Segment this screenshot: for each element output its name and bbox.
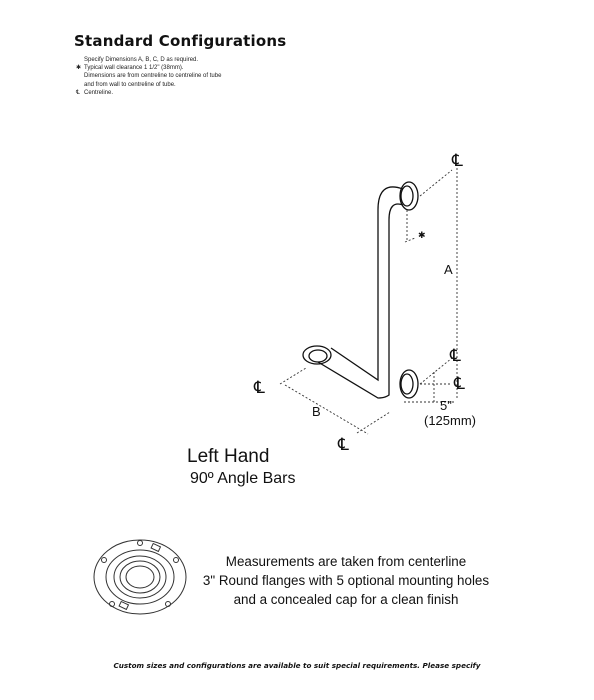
centreline-icon: ℄ [453, 374, 465, 394]
centreline-symbols: ℄ ℄ ℄ ℄ ℄ [253, 151, 465, 455]
spec-notes: Specify Dimensions A, B, C, D as require… [76, 56, 221, 97]
info-line-1: Measurements are taken from centerline [225, 554, 467, 569]
grab-bar-tube [317, 186, 404, 399]
hand-label: Left Hand [187, 446, 270, 467]
offset-metric-label: (125mm) [424, 413, 477, 428]
dimension-b-label: B [312, 404, 321, 419]
asterisk-icon: ✱ [76, 65, 82, 72]
centreline-icon: ℄ [449, 346, 461, 366]
centreline-icon: ℄ [337, 435, 349, 455]
dimension-a-label: A [444, 262, 453, 277]
offset-dimension-label: 5" [440, 398, 452, 413]
centreline-icon: ℄ [253, 378, 265, 398]
centreline-icon: ℄ [451, 151, 463, 171]
page-title: Standard Configurations [74, 32, 287, 50]
dimension-lines [279, 168, 458, 435]
info-line-3: and a concealed cap for a clean finish [233, 592, 459, 607]
round-flange-detail [93, 539, 187, 615]
note-clearance: Typical wall clearance 1 1/2" (38mm). [84, 65, 184, 72]
note-dimensions-1: Dimensions are from centreline to centre… [84, 73, 222, 80]
note-centreline: Centreline. [84, 89, 114, 96]
note-specify: Specify Dimensions A, B, C, D as require… [84, 57, 199, 63]
bottom-right-flange [399, 369, 419, 399]
flange-info: Measurements are taken from centerline 3… [196, 552, 496, 609]
left-flange [302, 345, 332, 365]
top-flange [399, 181, 419, 211]
asterisk-icon: ✱ [418, 231, 426, 241]
note-dimensions-2: and from wall to centreline of tube. [84, 81, 176, 88]
centreline-icon: ℄ [76, 89, 80, 96]
bar-type-label: 90º Angle Bars [190, 470, 296, 487]
footer-note: Custom sizes and configurations are avai… [113, 661, 481, 670]
info-line-2: 3" Round flanges with 5 optional mountin… [202, 573, 490, 588]
